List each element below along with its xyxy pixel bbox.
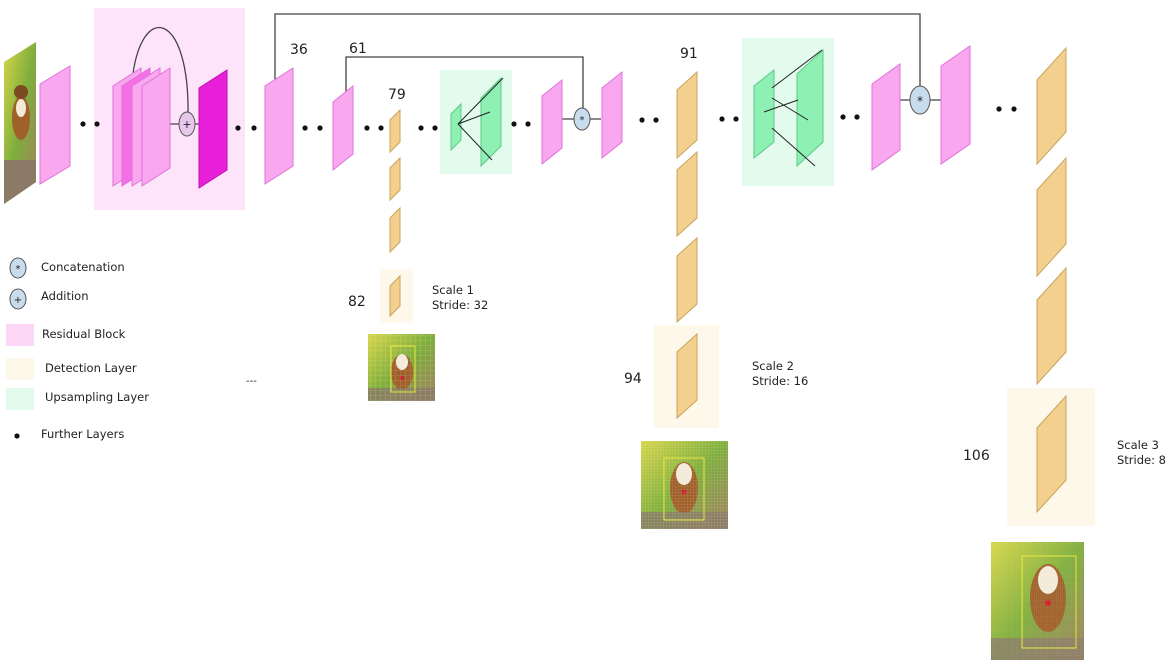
further-layer-dots (80, 106, 1017, 131)
output-image-scale-3 (991, 542, 1084, 660)
layer-94 (676, 332, 698, 420)
addition-node-residual: + (178, 111, 196, 137)
label-91: 91 (680, 46, 698, 62)
scale-2-stride: Stride: 16 (752, 374, 808, 388)
scale-1-stride: Stride: 32 (432, 298, 488, 312)
upsampling-fans (457, 49, 823, 167)
label-36: 36 (290, 42, 308, 58)
label-106: 106 (963, 448, 990, 464)
scale-3-stride: Stride: 8 (1117, 453, 1166, 467)
legend-add-label: Addition (41, 289, 89, 303)
legend-detection-swatch (6, 358, 34, 380)
concat-node-2: * (909, 85, 931, 115)
concat-node-1: * (573, 107, 591, 131)
layer-concat2-out (940, 45, 971, 165)
res-inner-4 (141, 67, 171, 187)
residual-layers (39, 45, 971, 189)
label-79: 79 (388, 87, 406, 103)
detection-layers (389, 46, 1067, 514)
layer-after-up2 (871, 63, 901, 171)
legend-add-icon: + (9, 288, 27, 310)
legend-further-label: Further Layers (41, 427, 124, 441)
output-image-scale-2 (641, 441, 728, 529)
svg-text:*: * (580, 115, 585, 126)
layer-106 (1036, 394, 1067, 514)
connection-lines (131, 13, 946, 125)
label-94: 94 (624, 371, 642, 387)
res-output (198, 69, 228, 189)
layer-82 (389, 274, 401, 318)
up2-in (753, 68, 775, 160)
label-61: 61 (349, 41, 367, 57)
legend-upsampling-swatch (6, 388, 34, 410)
label-82: 82 (348, 294, 366, 310)
scale-3-label: Scale 3 (1117, 438, 1159, 452)
layer-61 (332, 84, 354, 172)
ellipsis-marker: --- (246, 376, 257, 387)
svg-text:+: + (182, 118, 191, 131)
legend-concat-icon: * (9, 257, 27, 279)
legend-residual-swatch (6, 324, 34, 346)
scale-1-label: Scale 1 (432, 283, 474, 297)
legend-residual-label: Residual Block (42, 327, 126, 341)
legend-detection-label: Detection Layer (45, 361, 137, 375)
output-image-scale-1 (368, 334, 435, 401)
scale-2-label: Scale 2 (752, 359, 794, 373)
input-image (4, 42, 36, 204)
svg-text:+: + (14, 295, 22, 306)
svg-text:*: * (917, 94, 923, 108)
skip-line-36 (274, 13, 921, 88)
legend: * Concatenation + Addition Residual Bloc… (6, 257, 149, 441)
legend-concat-label: Concatenation (41, 260, 125, 274)
up2-out (796, 48, 824, 168)
legend-upsampling-label: Upsampling Layer (45, 390, 149, 404)
layer-36 (264, 67, 294, 185)
up1-out (480, 76, 502, 168)
skip-line-61 (345, 56, 584, 110)
layer-79 (389, 108, 401, 154)
residual-arc (131, 26, 189, 117)
layer-after-up1 (541, 78, 563, 166)
layer-first (39, 65, 71, 185)
up1-in (450, 102, 462, 152)
layer-91 (676, 70, 698, 160)
layer-concat1-out (601, 70, 623, 160)
legend-dot-icon (14, 433, 20, 439)
svg-text:*: * (16, 264, 21, 275)
